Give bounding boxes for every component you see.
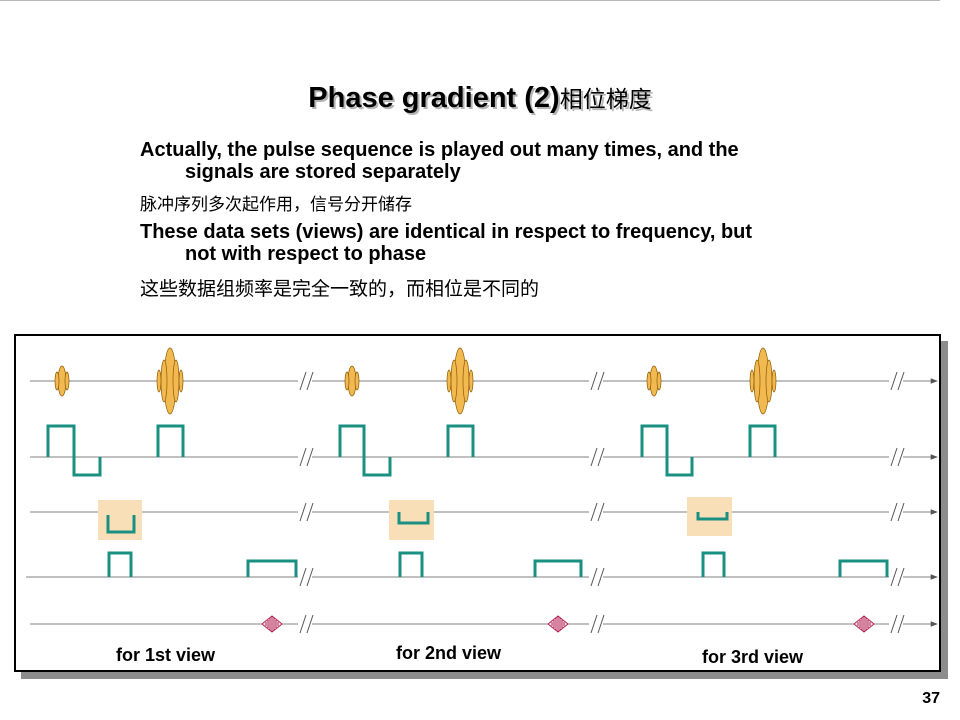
- rf-pulse-small-view-1-lobe-2: [54, 371, 60, 391]
- slide-title: Phase gradient (2)相位梯度: [0, 80, 960, 115]
- rf-pulse-large-view-3-lobe-4: [749, 369, 755, 393]
- axis-break-row-3-3a: [890, 502, 898, 522]
- axis-break-row-3-2a: [590, 502, 598, 522]
- rf-pulse-small-view-1-lobe-3: [64, 371, 70, 391]
- slice-gradient-lobes-view-2: [338, 424, 392, 477]
- view-label-2: for 2nd view: [396, 643, 502, 663]
- slice-gradient-lobes-view-1: [46, 424, 102, 477]
- rf-pulse-large-view-3-lobe-5: [771, 369, 777, 393]
- axis-break-row-5-2a: [590, 614, 598, 634]
- axis-break-row-2-1b: [306, 447, 314, 467]
- axis-break-row-1-3a: [890, 371, 898, 391]
- rf-pulse-large-view-2-lobe-2: [450, 359, 458, 403]
- slice-gradient-refocus-view-1: [156, 424, 185, 457]
- axis-break-row-2-3a: [890, 447, 898, 467]
- pulse-sequence-svg: [26, 347, 938, 634]
- paragraph-2: These data sets (views) are identical in…: [140, 221, 900, 265]
- axis-break-row-4-1b: [306, 567, 314, 587]
- view-label-3: for 3rd view: [702, 647, 804, 667]
- top-rule: [0, 0, 940, 1]
- rf-pulse-small-view-3-lobe-2: [646, 371, 652, 391]
- page-number: 37: [922, 690, 940, 707]
- axis-break-row-4-3b: [897, 567, 905, 587]
- paragraph-2-chinese: 这些数据组频率是完全一致的，而相位是不同的: [140, 278, 540, 300]
- axis-break-row-3-2b: [597, 502, 605, 522]
- axis-break-row-2-1a: [299, 447, 307, 467]
- view-label-1: for 1st view: [116, 645, 216, 665]
- axis-break-row-5-3b: [897, 614, 905, 634]
- paragraph-1-line-2: signals are stored separately: [185, 161, 461, 183]
- rf-pulse-large-view-1-lobe-3: [172, 359, 180, 403]
- axis-break-row-5-3a: [890, 614, 898, 634]
- axis-break-row-4-2b: [597, 567, 605, 587]
- axis-break-row-1-1b: [306, 371, 314, 391]
- axis-break-row-3-1a: [299, 502, 307, 522]
- paragraph-1-line-1: Actually, the pulse sequence is played o…: [140, 139, 739, 161]
- readout-prephase-view-2: [398, 551, 424, 577]
- title-main: Phase gradient (2): [308, 82, 560, 114]
- paragraph-2-line-2: not with respect to phase: [185, 243, 427, 265]
- axis-break-row-2-2b: [597, 447, 605, 467]
- axis-break-row-5-1a: [299, 614, 307, 634]
- axis-break-row-4-2a: [590, 567, 598, 587]
- rf-pulse-large-view-2-lobe-4: [446, 369, 452, 393]
- axis-break-row-3-1b: [306, 502, 314, 522]
- axis-break-row-2-3b: [897, 447, 905, 467]
- pulse-sequence-diagram: [14, 334, 941, 672]
- phase-encode-gradient-view-3: [696, 512, 729, 521]
- readout-prephase-view-1: [107, 551, 133, 577]
- axis-break-row-4-1a: [299, 567, 307, 587]
- rf-pulse-large-view-1-lobe-2: [160, 359, 168, 403]
- phase-encode-highlight-view-3: [687, 497, 732, 536]
- rf-pulse-large-view-1-lobe-5: [178, 369, 184, 393]
- axis-break-row-3-3b: [897, 502, 905, 522]
- axis-break-row-2-2a: [590, 447, 598, 467]
- rf-pulse-large-view-3-lobe-3: [765, 359, 773, 403]
- axis-break-row-1-2b: [597, 371, 605, 391]
- axis-break-row-1-2a: [590, 371, 598, 391]
- axis-break-row-1-3b: [897, 371, 905, 391]
- readout-prephase-view-3: [701, 551, 726, 577]
- rf-pulse-large-view-3-lobe-2: [753, 359, 761, 403]
- readout-gradient-view-1: [246, 559, 298, 577]
- slice-gradient-lobes-view-3: [640, 424, 694, 477]
- paragraph-1-chinese: 脉冲序列多次起作用，信号分开储存: [140, 195, 412, 215]
- rf-pulse-small-view-2-lobe-2: [344, 371, 350, 391]
- rf-pulse-large-view-1-lobe-4: [156, 369, 162, 393]
- paragraph-1: Actually, the pulse sequence is played o…: [140, 139, 900, 183]
- readout-gradient-view-2: [533, 559, 583, 577]
- rf-pulse-small-view-2-lobe-3: [354, 371, 360, 391]
- slice-gradient-refocus-view-2: [446, 424, 475, 457]
- title-chinese: 相位梯度: [559, 87, 652, 113]
- slice-gradient-refocus-view-3: [748, 424, 777, 457]
- paragraph-2-line-1: These data sets (views) are identical in…: [140, 221, 753, 243]
- rf-pulse-large-view-2-lobe-5: [468, 369, 474, 393]
- rf-pulse-large-view-2-lobe-3: [462, 359, 470, 403]
- rf-pulse-small-view-3-lobe-3: [656, 371, 662, 391]
- readout-gradient-view-3: [838, 559, 889, 577]
- axis-break-row-4-3a: [890, 567, 898, 587]
- axis-break-row-5-2b: [597, 614, 605, 634]
- phase-encode-gradient-view-1: [106, 515, 136, 534]
- axis-break-row-1-1a: [299, 371, 307, 391]
- axis-break-row-5-1b: [306, 614, 314, 634]
- phase-encode-gradient-view-2: [397, 512, 430, 525]
